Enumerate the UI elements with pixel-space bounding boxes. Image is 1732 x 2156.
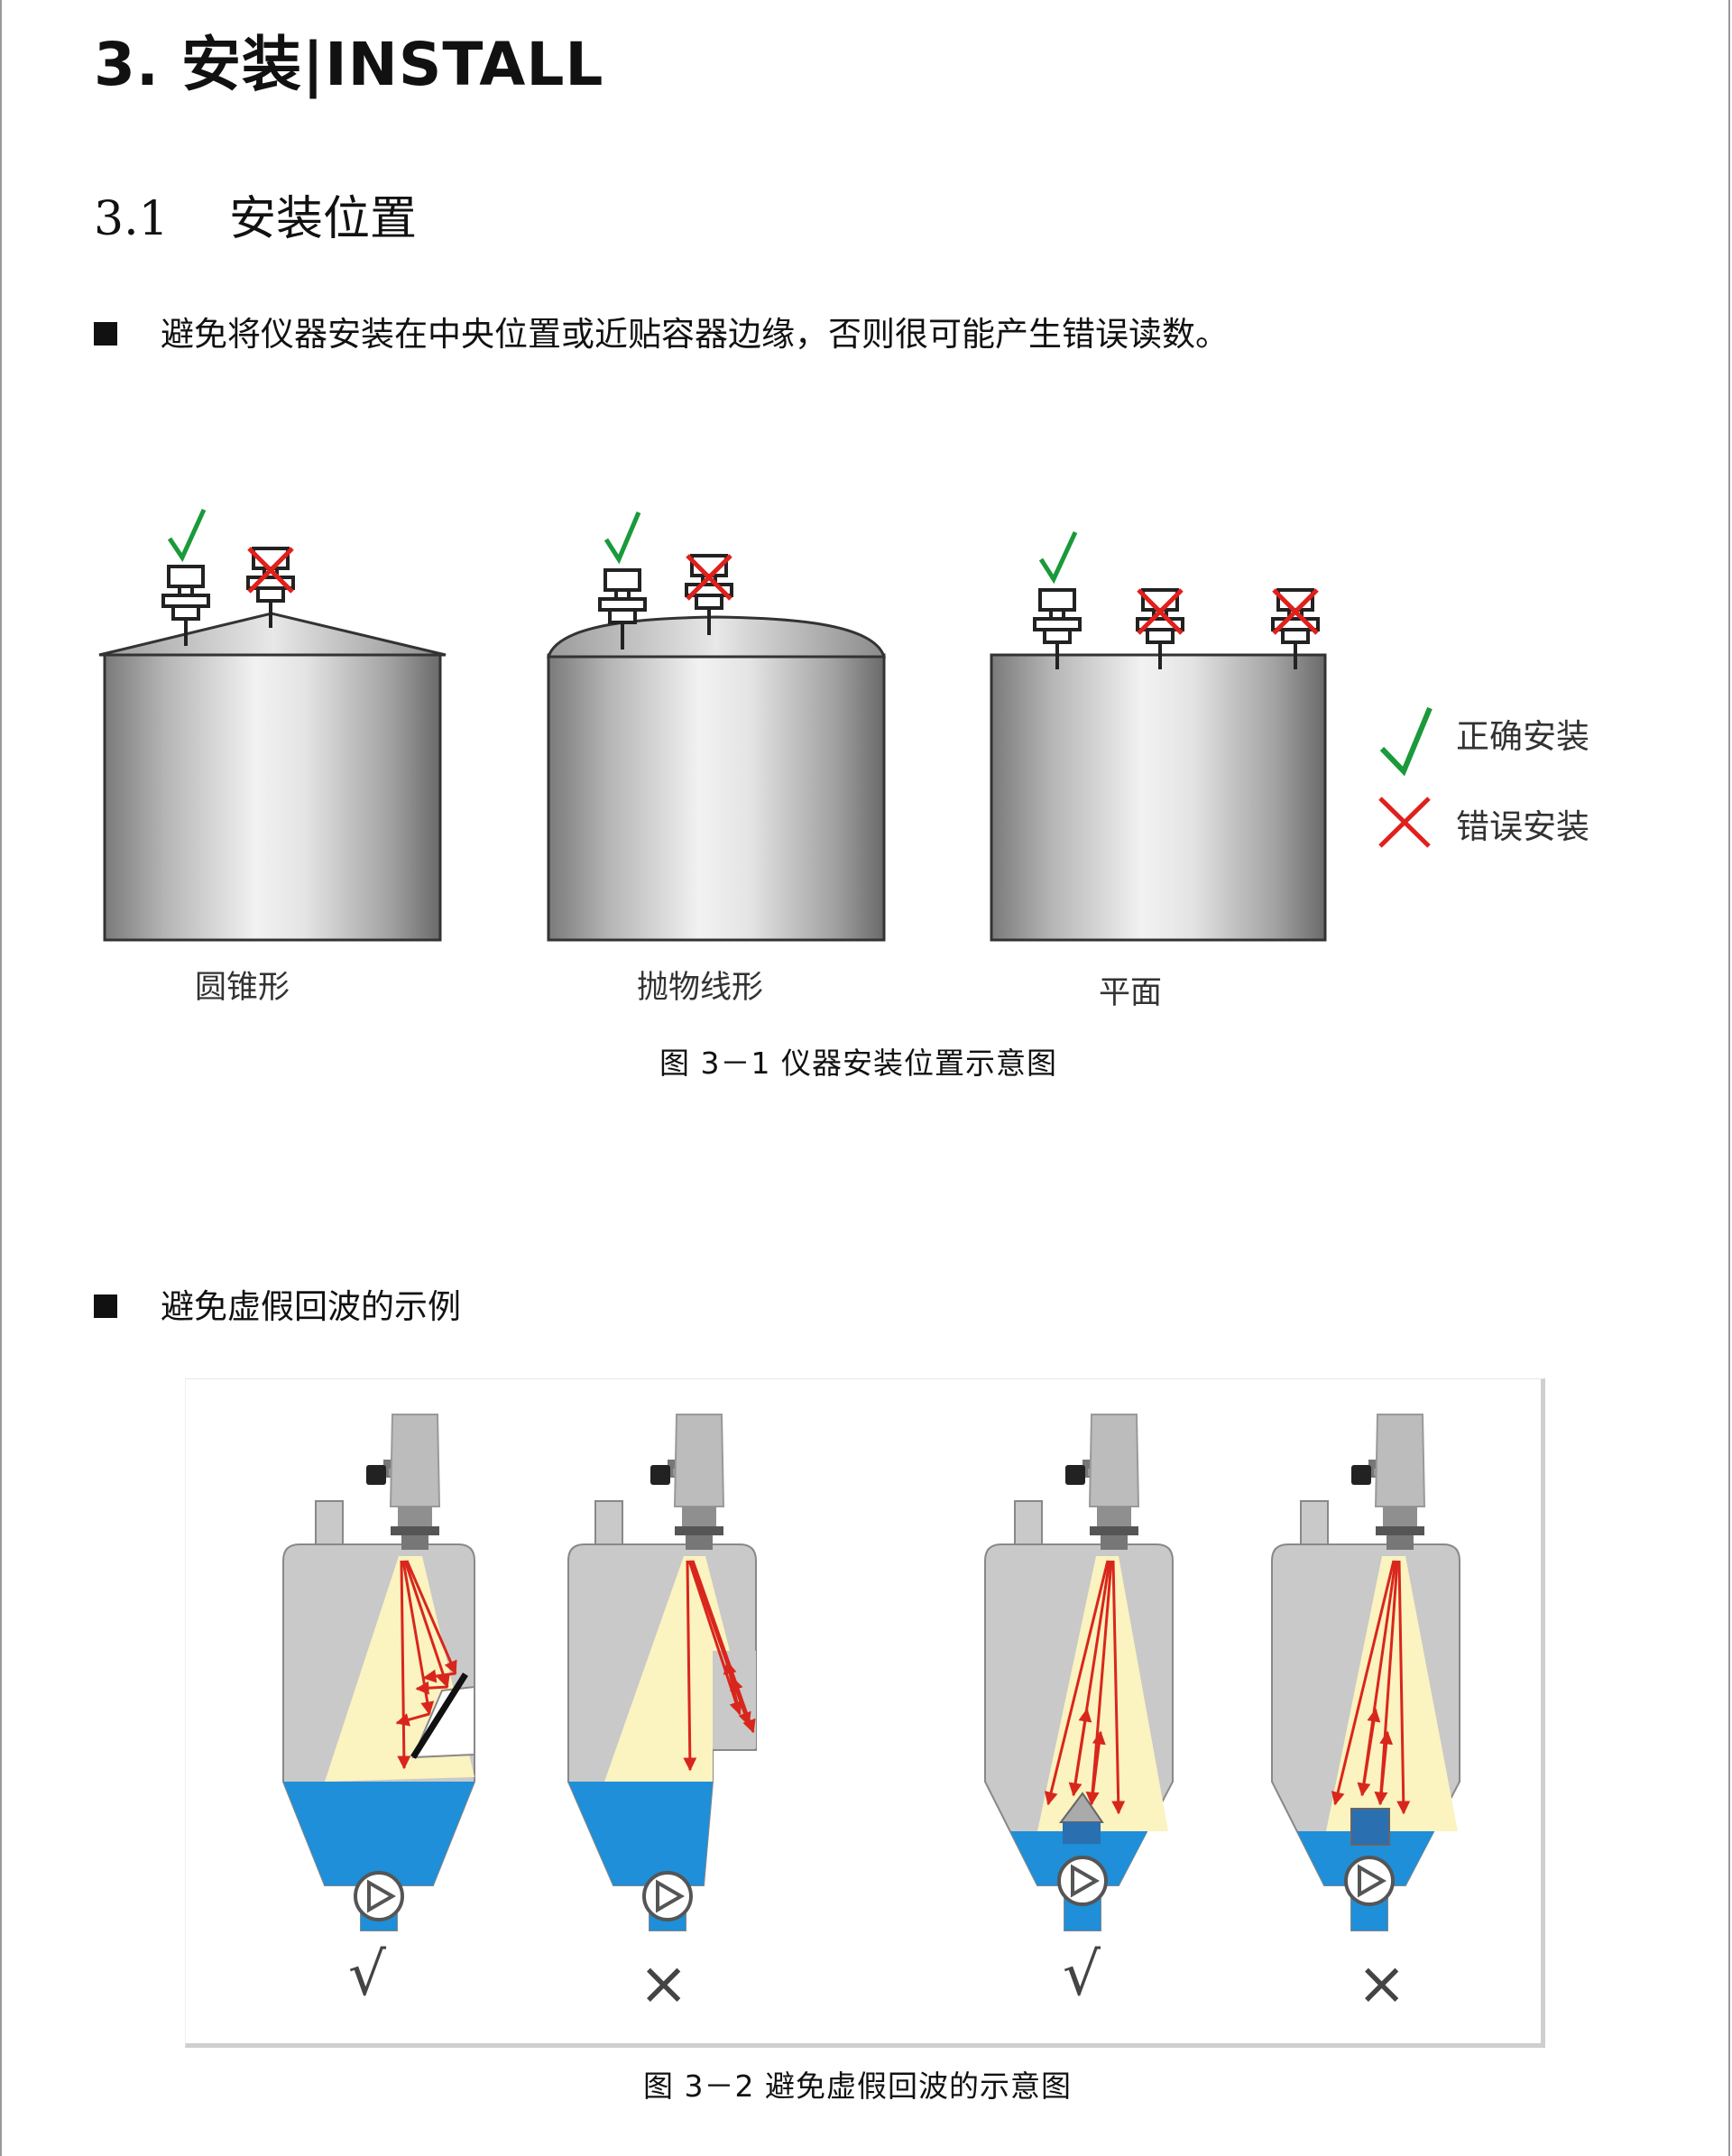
figure1-caption: 图 3－1 仪器安装位置示意图 bbox=[659, 1046, 1057, 1081]
vessel-2 bbox=[567, 1414, 757, 1931]
check-icon bbox=[167, 508, 207, 563]
bullet-install-position: 避免将仪器安装在中央位置或近贴容器边缘，否则很可能产生错误读数。 bbox=[94, 307, 1229, 355]
bullet-square-icon bbox=[94, 321, 117, 346]
chapter-heading: 3. 安装|INSTALL bbox=[94, 30, 604, 99]
figure2-caption: 图 3－2 避免虚假回波的示意图 bbox=[643, 2068, 1072, 2104]
mark-wrong-4: × bbox=[1357, 1949, 1407, 2018]
section-number: 3.1 bbox=[94, 192, 169, 246]
vessel-4 bbox=[1271, 1414, 1460, 1931]
bullet-text: 避免将仪器安装在中央位置或近贴容器边缘，否则很可能产生错误读数。 bbox=[161, 315, 1229, 354]
check-icon bbox=[603, 511, 641, 565]
check-icon bbox=[1038, 530, 1078, 585]
mark-wrong-2: × bbox=[639, 1949, 689, 2018]
bullet-text: 避免虚假回波的示例 bbox=[161, 1287, 461, 1326]
tank-flat bbox=[990, 530, 1327, 942]
tank-conical bbox=[98, 508, 447, 942]
bullet-square-icon bbox=[94, 1294, 117, 1318]
label-flat: 平面 bbox=[1099, 975, 1163, 1011]
figure-install-positions bbox=[98, 508, 1433, 942]
mark-correct-1: √ bbox=[348, 1939, 387, 2009]
legend-cross-icon bbox=[1378, 797, 1431, 848]
vessel-1 bbox=[282, 1414, 475, 1931]
legend-wrong: 错误安装 bbox=[1456, 807, 1589, 846]
section-heading: 3.1 安装位置 bbox=[94, 180, 417, 248]
legend-correct: 正确安装 bbox=[1456, 717, 1589, 756]
legend-check-icon bbox=[1379, 706, 1433, 777]
bullet-false-echo: 避免虚假回波的示例 bbox=[94, 1279, 461, 1328]
label-conical: 圆锥形 bbox=[195, 970, 290, 1006]
tank-parabolic bbox=[546, 511, 887, 942]
label-parabolic: 抛物线形 bbox=[637, 970, 764, 1006]
vessel-3 bbox=[984, 1414, 1174, 1931]
section-title: 安装位置 bbox=[229, 192, 418, 246]
mark-correct-3: √ bbox=[1063, 1939, 1101, 2009]
